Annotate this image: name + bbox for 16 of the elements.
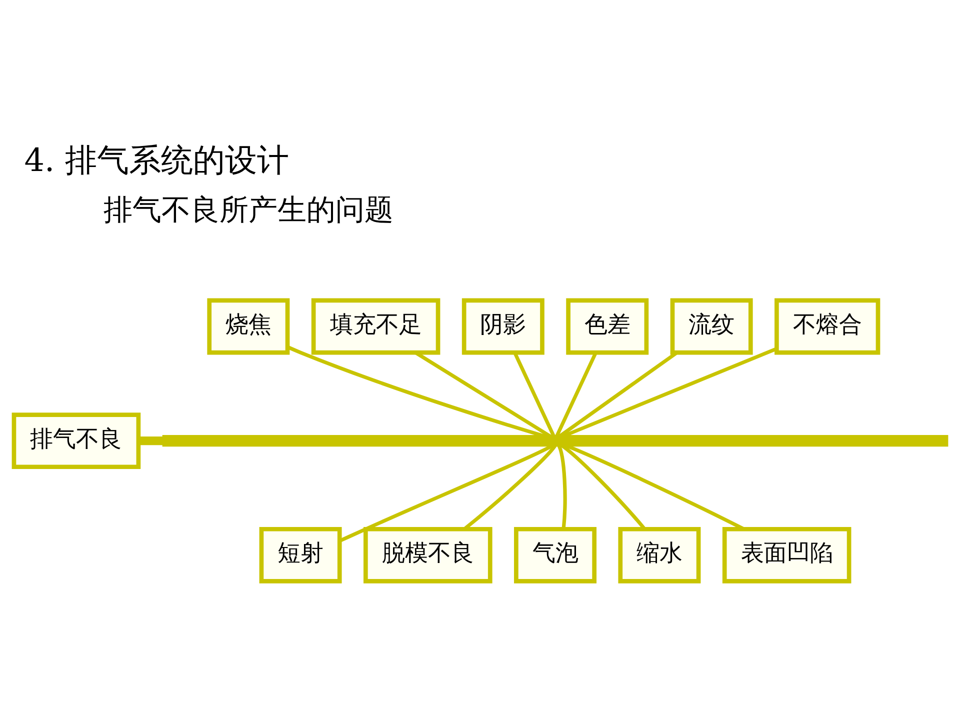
connector <box>138 436 164 445</box>
node-box: 脱模不良 <box>364 526 492 583</box>
node-box: 缩水 <box>618 526 701 583</box>
node-box: 流纹 <box>670 298 753 354</box>
node-box: 短射 <box>259 526 342 583</box>
node-box: 排气不良 <box>12 412 141 469</box>
node-box: 不熔合 <box>774 298 880 354</box>
node-box: 烧焦 <box>207 298 290 354</box>
node-box: 色差 <box>566 298 649 354</box>
diagram-title: 4. 排气系统的设计 <box>24 140 289 179</box>
label: 排气不良所产生的问题 <box>103 192 394 226</box>
node-box: 表面凹陷 <box>722 526 852 583</box>
node-bar <box>162 434 948 446</box>
node-box: 气泡 <box>514 526 596 583</box>
node-box: 阴影 <box>462 298 544 354</box>
node-box: 填充不足 <box>311 298 440 354</box>
